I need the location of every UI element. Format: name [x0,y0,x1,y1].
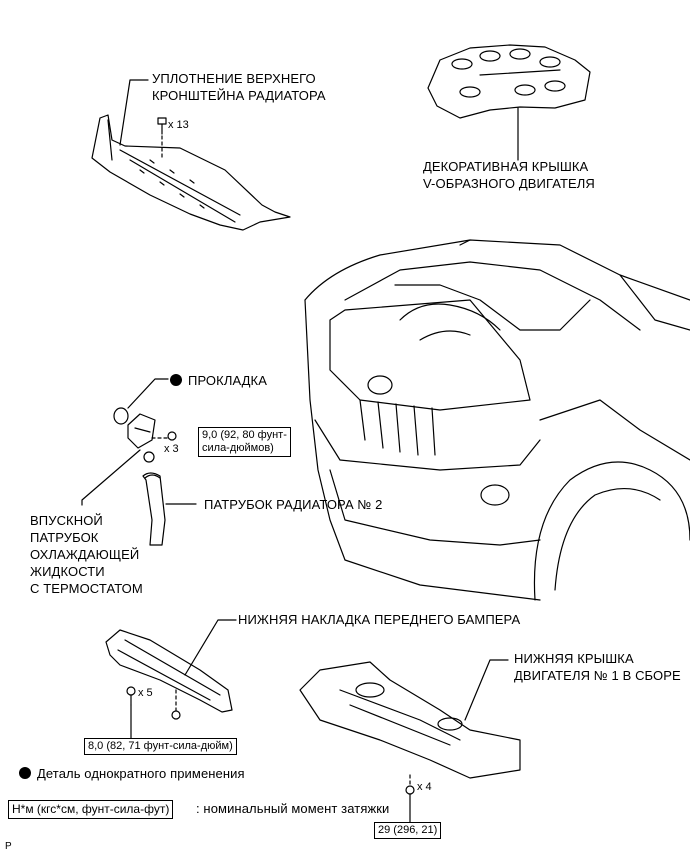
vehicle-front-drawing [304,239,690,601]
bumper-lower-cover-drawing [105,629,233,713]
label-gasket: ПРОКЛАДКА [188,373,267,388]
torque-spec-inlet: 9,0 (92, 80 фунт- сила-дюймов) [198,427,291,457]
label-water-inlet: ВПУСКНОЙ ПАТРУБОК ОХЛАЖДАЮЩЕЙ ЖИДКОСТИ С… [30,513,143,596]
non-reusable-marker [170,374,182,386]
torque-spec-bumper: 8,0 (82, 71 фунт-сила-дюйм) [84,738,237,755]
label-bumper-lower-cover: НИЖНЯЯ НАКЛАДКА ПЕРЕДНЕГО БАМПЕРА [238,612,521,627]
label-engine-under-cover: НИЖНЯЯ КРЫШКА ДВИГАТЕЛЯ № 1 В СБОРЕ [514,651,681,683]
label-radiator-hose: ПАТРУБОК РАДИАТОРА № 2 [204,497,383,512]
label-engine-cover: ДЕКОРАТИВНАЯ КРЫШКА V-ОБРАЗНОГО ДВИГАТЕЛ… [423,159,595,191]
qty-bolts-bumper: x 5 [138,687,153,699]
engine-cover-drawing [427,44,591,119]
qty-bolts-undercover: x 4 [417,781,432,793]
legend-torque-text: : номинальный момент затяжки [196,801,390,816]
qty-bolts-inlet: x 3 [164,443,179,455]
legend-non-reusable-text: Деталь однократного применения [37,766,245,781]
torque-spec-undercover: 29 (296, 21) [374,822,442,839]
legend-non-reusable-marker [19,767,31,779]
footer-code: P [5,841,12,852]
clip-drawing [157,117,167,161]
gasket-drawing [113,407,129,425]
bolt-drawing-bumper [126,686,181,739]
engine-under-cover-drawing [299,661,521,779]
radiator-hose-drawing [142,472,166,546]
upper-radiator-support-seal-drawing [91,114,291,231]
qty-clips: x 13 [168,119,189,131]
bolt-drawing [167,431,177,441]
bolt-drawing-undercover [405,785,415,823]
water-inlet-drawing [127,413,156,463]
legend-torque-box: Н*м (кгс*см, фунт-сила-фут) [8,800,174,819]
label-upper-radiator-support-seal: УПЛОТНЕНИЕ ВЕРХНЕГО КРОНШТЕЙНА РАДИАТОРА [152,71,326,103]
